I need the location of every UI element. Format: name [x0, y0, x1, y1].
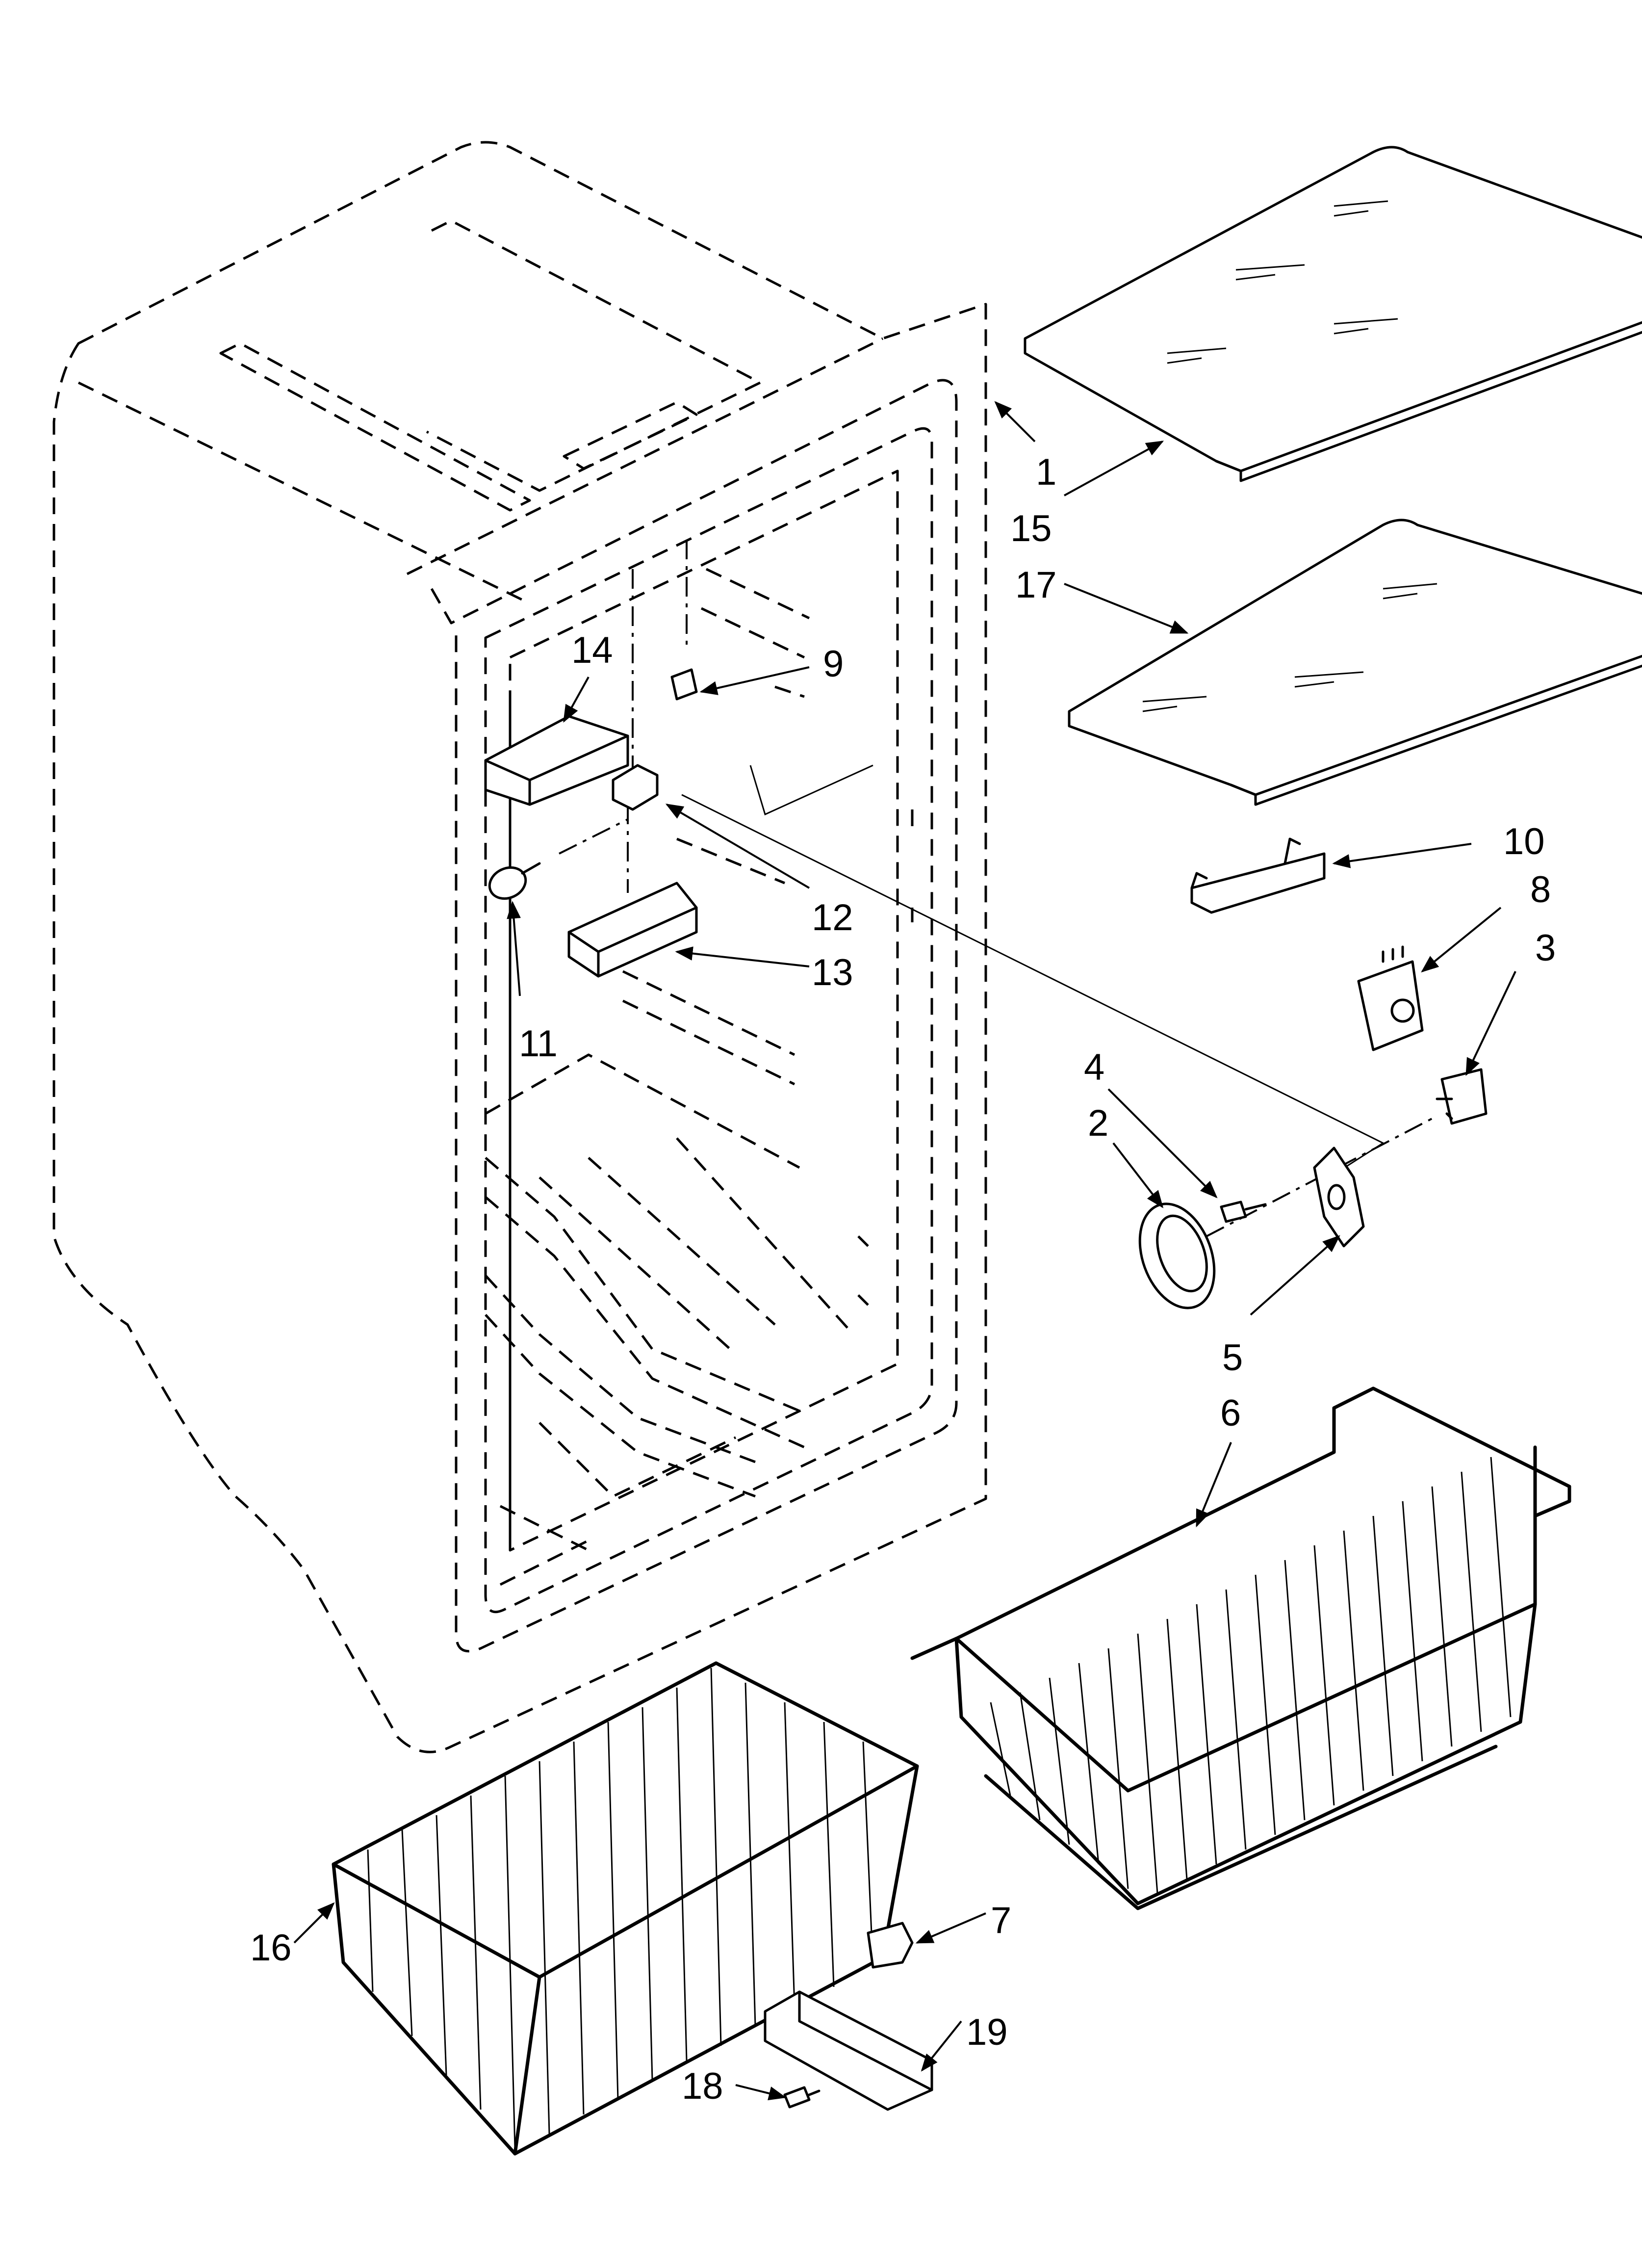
control-part-8: [1357, 945, 1424, 1051]
rail-part-19: [764, 1990, 933, 2111]
callout-19: 19: [966, 2011, 1008, 2053]
callout-8: 8: [1530, 869, 1551, 911]
callout-1: 1: [1036, 451, 1057, 493]
callout-10: 10: [1503, 821, 1545, 862]
light-shield-part-13: [567, 882, 698, 978]
freezer-cabinet-outline: [52, 141, 987, 1753]
callout-15: 15: [1010, 508, 1052, 549]
callout-14: 14: [571, 629, 613, 671]
callout-18: 18: [682, 2065, 723, 2107]
switch-part-9: [670, 668, 698, 701]
callout-12: 12: [812, 897, 853, 938]
light-housing-part-14: [484, 715, 629, 806]
clip-part-7: [867, 1922, 914, 1969]
callout-16: 16: [250, 1927, 292, 1969]
callout-4: 4: [1084, 1046, 1105, 1088]
callout-3: 3: [1535, 927, 1556, 969]
leader-arrows: [293, 401, 1516, 2101]
callout-9: 9: [823, 643, 844, 685]
callout-5: 5: [1222, 1337, 1243, 1379]
light-socket-part-12: [612, 764, 659, 811]
wire-basket-part-16: [332, 1661, 919, 2156]
callout-11: 11: [519, 1023, 558, 1065]
screw-part-18: [783, 2086, 821, 2109]
mounting-plate-part-5: [1313, 1147, 1365, 1248]
light-bulb-part-11: [488, 862, 541, 900]
callout-17: 17: [1015, 564, 1057, 606]
glass-shelf-15: [1024, 146, 1642, 482]
glass-shelf-17: [1068, 519, 1642, 806]
switch-part-3: [1436, 1068, 1488, 1125]
callout-2: 2: [1088, 1102, 1109, 1144]
callout-6: 6: [1220, 1392, 1241, 1434]
bracket-part-10: [1190, 837, 1326, 914]
screw-part-4: [1220, 1200, 1267, 1223]
knob-part-2: [1138, 1202, 1216, 1309]
callout-13: 13: [812, 952, 853, 993]
wire-basket-part-6: [910, 1386, 1571, 1910]
callout-7: 7: [991, 1900, 1012, 1941]
